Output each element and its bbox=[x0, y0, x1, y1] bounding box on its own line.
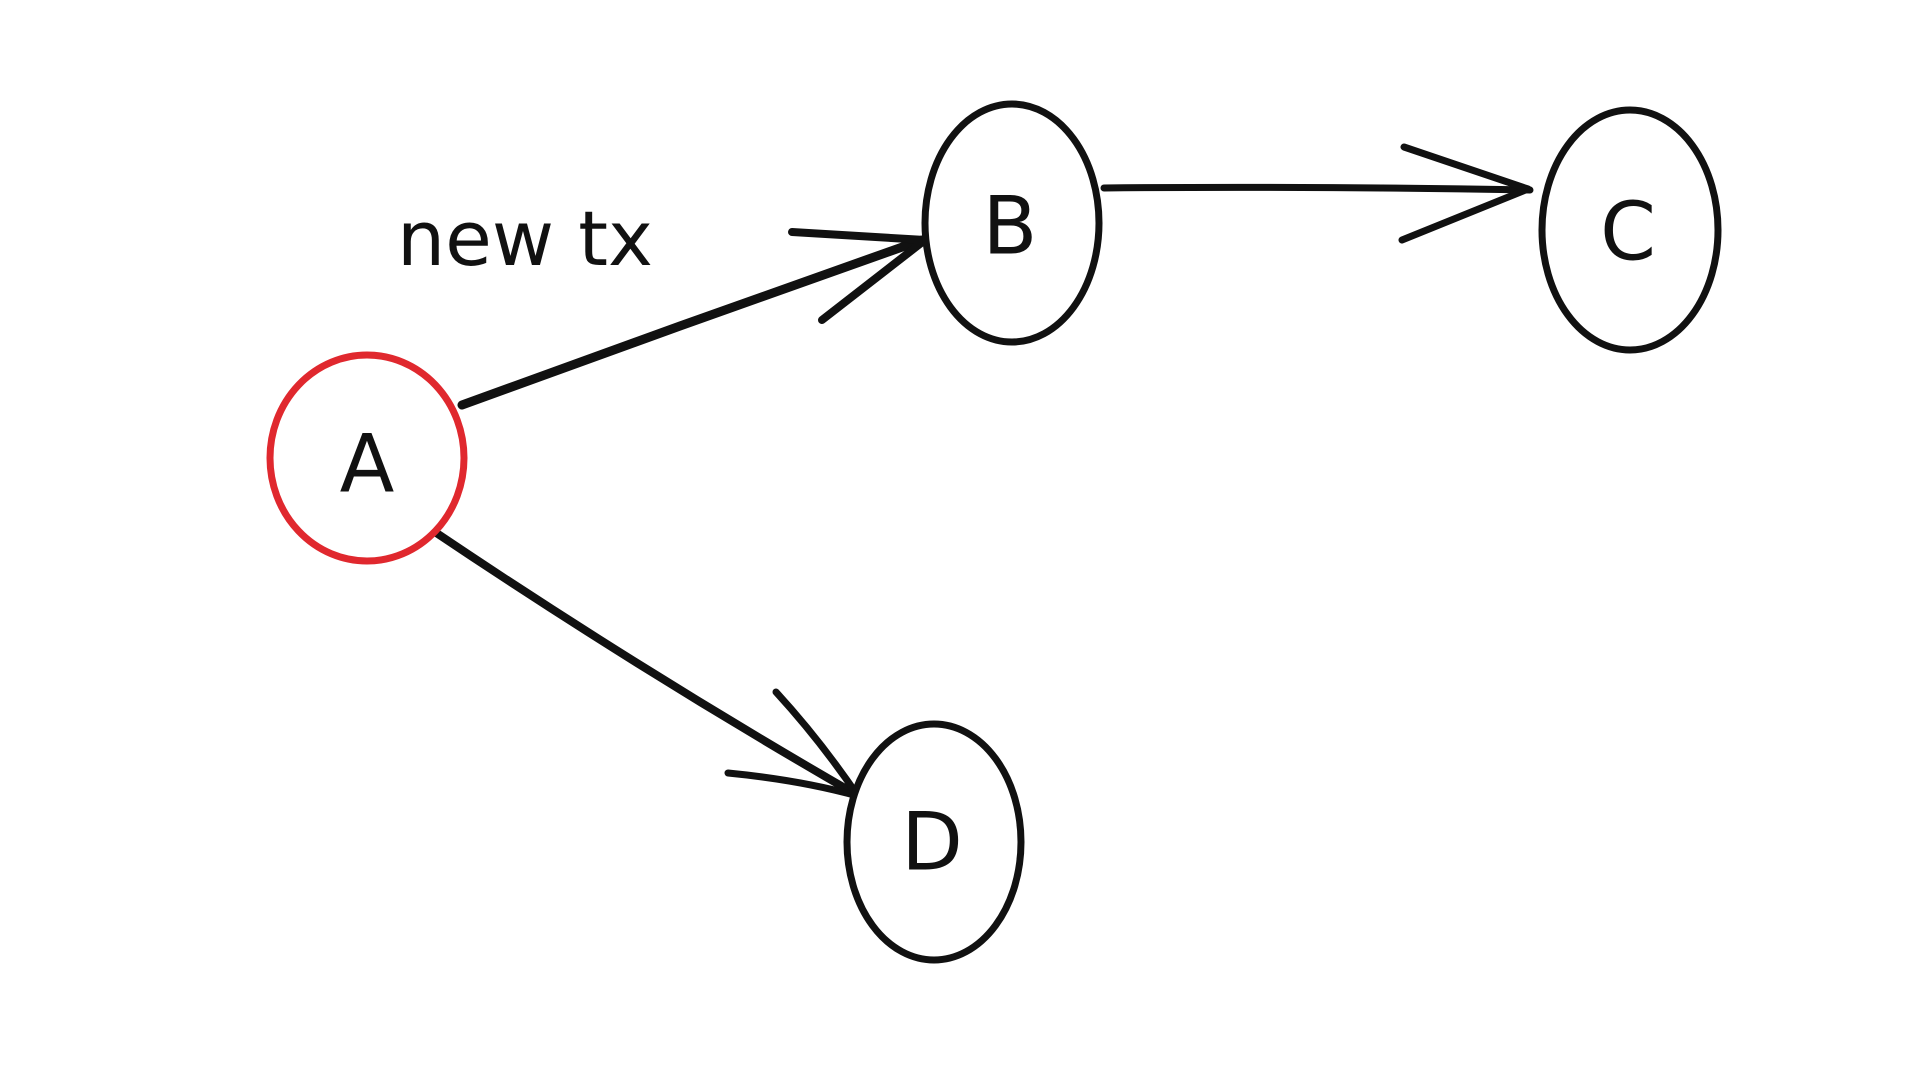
edge-label-new-tx: new tx bbox=[397, 194, 653, 283]
node-c-circle bbox=[1538, 106, 1722, 354]
node-a-circle bbox=[266, 351, 468, 565]
node-d: D bbox=[843, 720, 1025, 964]
edge-a-to-d bbox=[428, 526, 862, 800]
node-b-circle bbox=[921, 100, 1103, 346]
node-a-label: A bbox=[340, 418, 395, 511]
edge-a-d-line bbox=[428, 526, 861, 799]
edge-b-c-arrowhead bbox=[1398, 143, 1532, 244]
node-b-label: B bbox=[983, 180, 1038, 273]
node-d-circle bbox=[843, 720, 1025, 964]
node-d-label: D bbox=[901, 796, 963, 889]
node-b: B bbox=[921, 100, 1103, 346]
node-a: A bbox=[266, 351, 468, 565]
edge-a-to-b: new tx bbox=[397, 194, 929, 410]
node-c: C bbox=[1538, 106, 1722, 354]
node-c-label: C bbox=[1600, 186, 1656, 279]
edge-a-b-line bbox=[457, 235, 927, 410]
edge-b-to-c bbox=[1100, 143, 1534, 244]
edge-b-c-line bbox=[1100, 183, 1534, 194]
